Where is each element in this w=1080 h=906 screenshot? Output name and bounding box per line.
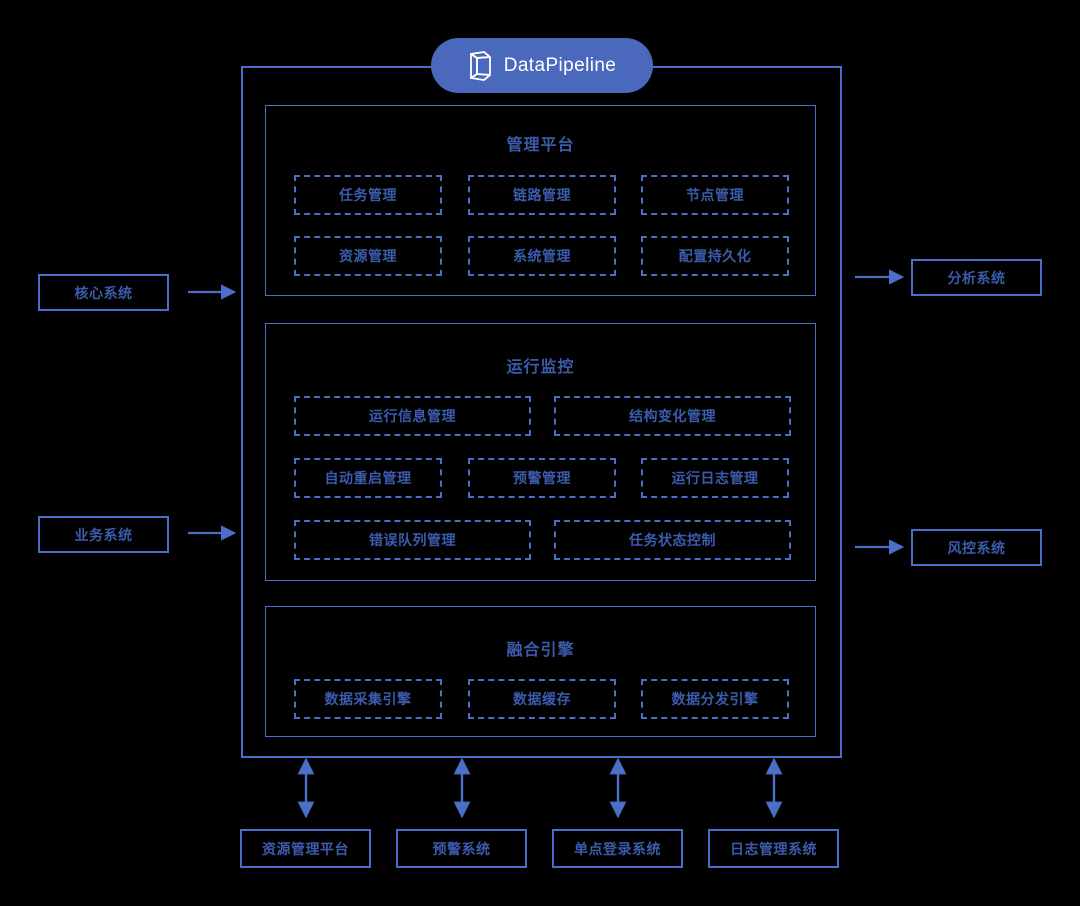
- feature-chip-node-management[interactable]: 节点管理: [641, 175, 789, 215]
- section-runtime-monitoring: 运行监控 运行信息管理 结构变化管理 自动重启管理 预警管理 运行日志管理 错误…: [265, 323, 816, 581]
- feature-chip-auto-restart-management[interactable]: 自动重启管理: [294, 458, 442, 498]
- feature-chip-runtime-log-management[interactable]: 运行日志管理: [641, 458, 789, 498]
- integration-system-resource-platform[interactable]: 资源管理平台: [240, 829, 371, 868]
- feature-chip-system-management[interactable]: 系统管理: [468, 236, 616, 276]
- section-title-management-platform: 管理平台: [506, 137, 575, 154]
- external-system-risk-control[interactable]: 风控系统: [911, 529, 1042, 566]
- feature-chip-config-persistence[interactable]: 配置持久化: [641, 236, 789, 276]
- integration-system-sso[interactable]: 单点登录系统: [552, 829, 683, 868]
- integration-system-alert[interactable]: 预警系统: [396, 829, 527, 868]
- feature-chip-runtime-info-management[interactable]: 运行信息管理: [294, 396, 531, 436]
- feature-chip-task-state-control[interactable]: 任务状态控制: [554, 520, 791, 560]
- external-system-analysis[interactable]: 分析系统: [911, 259, 1042, 296]
- integration-system-log-management[interactable]: 日志管理系统: [708, 829, 839, 868]
- feature-chip-data-collection-engine[interactable]: 数据采集引擎: [294, 679, 442, 719]
- external-system-core[interactable]: 核心系统: [38, 274, 169, 311]
- section-management-platform: 管理平台 任务管理 链路管理 节点管理 资源管理 系统管理 配置持久化: [265, 105, 816, 296]
- feature-chip-alert-management[interactable]: 预警管理: [468, 458, 616, 498]
- feature-chip-link-management[interactable]: 链路管理: [468, 175, 616, 215]
- brand-pill[interactable]: DataPipeline: [431, 38, 653, 93]
- section-title-runtime-monitoring: 运行监控: [506, 359, 575, 376]
- feature-chip-error-queue-management[interactable]: 错误队列管理: [294, 520, 531, 560]
- feature-chip-task-management[interactable]: 任务管理: [294, 175, 442, 215]
- datapipeline-prism-logo: [468, 50, 494, 82]
- section-title-fusion-engine: 融合引擎: [506, 642, 575, 659]
- section-fusion-engine: 融合引擎 数据采集引擎 数据缓存 数据分发引擎: [265, 606, 816, 737]
- feature-chip-schema-change-management[interactable]: 结构变化管理: [554, 396, 791, 436]
- feature-chip-resource-management[interactable]: 资源管理: [294, 236, 442, 276]
- feature-chip-data-distribution-engine[interactable]: 数据分发引擎: [641, 679, 789, 719]
- external-system-business[interactable]: 业务系统: [38, 516, 169, 553]
- feature-chip-data-cache[interactable]: 数据缓存: [468, 679, 616, 719]
- brand-name: DataPipeline: [503, 54, 617, 76]
